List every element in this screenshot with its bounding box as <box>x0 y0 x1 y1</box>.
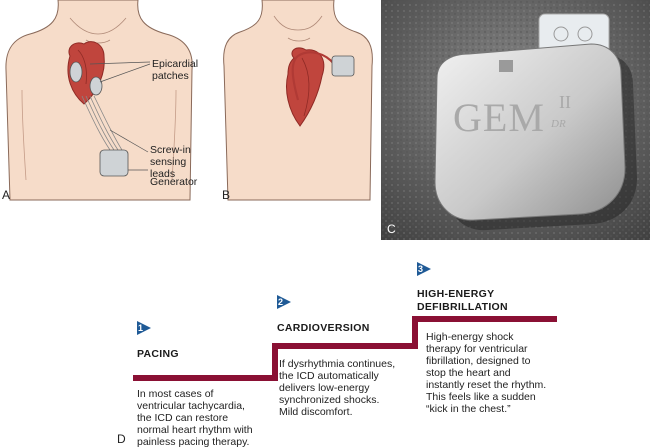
generator-device-a <box>99 149 129 177</box>
step-1-title: PACING <box>137 348 179 360</box>
torso-illustration-a <box>5 0 193 201</box>
device-model-numeral: II <box>559 92 571 112</box>
generator-device-b <box>331 55 355 77</box>
panel-c-letter: C <box>387 222 396 236</box>
step-2-text: If dysrhythmia continues, the ICD automa… <box>279 358 396 418</box>
step-2-marker <box>277 295 291 309</box>
device-body <box>434 43 626 221</box>
panel-d: 1 PACING In most cases of ventricular ta… <box>0 250 650 448</box>
screw-in-leads-label: Screw-in sensing leads <box>150 144 191 180</box>
epicardial-patch-left <box>69 61 83 83</box>
device-brand-text: GEM <box>453 95 545 140</box>
therapy-staircase <box>133 316 557 381</box>
panel-a-letter: A <box>2 188 11 202</box>
step-1-marker <box>137 321 151 335</box>
panel-b-letter: B <box>222 188 231 202</box>
epicardial-patch-right <box>89 76 103 96</box>
step-2-title: CARDIOVERSION <box>277 322 370 334</box>
panel-a: Epicardial patches Screw-in sensing lead… <box>0 0 200 205</box>
step-3-number: 3 <box>418 264 424 274</box>
heart-shape-b <box>286 47 325 127</box>
step-1-text: In most cases of ventricular tachycardia… <box>137 388 253 448</box>
staircase-line <box>133 316 557 381</box>
generator-label: Generator <box>150 176 198 188</box>
panel-d-letter: D <box>117 432 126 446</box>
panel-b: B <box>218 0 378 205</box>
step-3-title: HIGH-ENERGY DEFIBRILLATION <box>417 288 508 313</box>
icd-device-photo <box>381 0 650 240</box>
step-1-number: 1 <box>138 323 144 333</box>
step-3-marker <box>417 262 431 276</box>
panel-c-photo: GEM II DR C <box>381 0 650 240</box>
step-2-number: 2 <box>278 297 284 307</box>
device-model-suffix: DR <box>551 118 566 130</box>
torso-illustration-b <box>223 0 373 201</box>
epicardial-patches-label: Epicardial patches <box>152 58 199 82</box>
torso-outline <box>5 0 193 201</box>
step-3-text: High-energy shock therapy for ventricula… <box>426 331 547 415</box>
